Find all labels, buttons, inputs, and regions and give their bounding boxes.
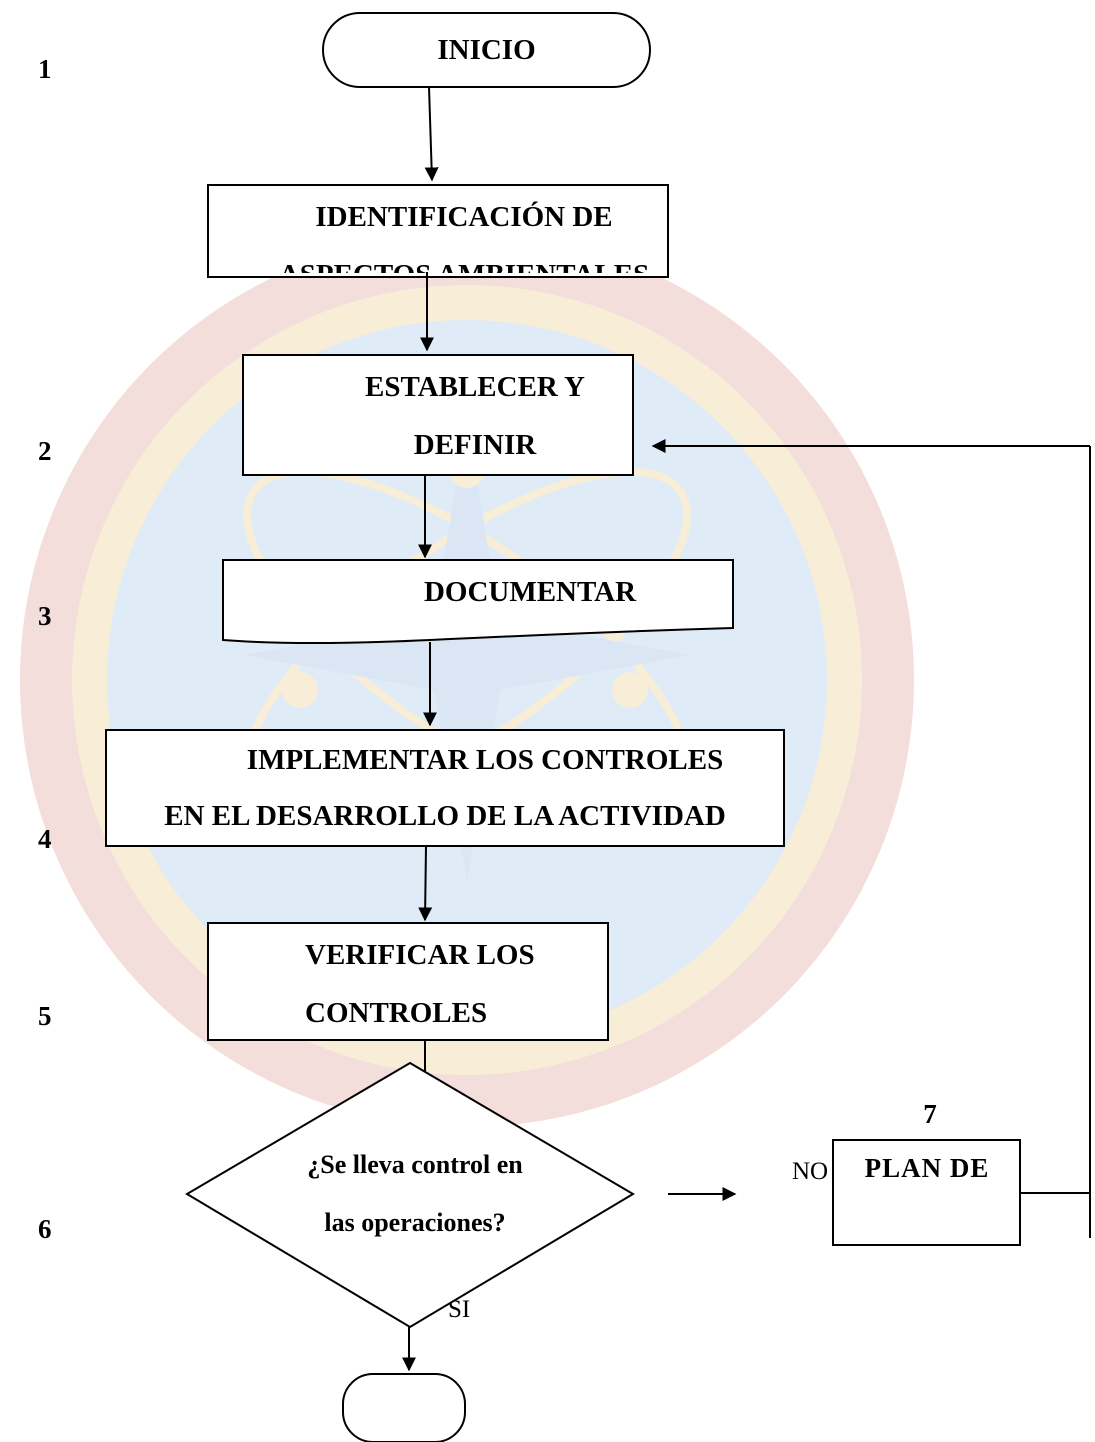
implement-label-line1: IMPLEMENTAR LOS CONTROLES <box>246 744 724 776</box>
identify-label: IDENTIFICACIÓN DE ASPECTOS AMBIENTALES <box>279 201 649 273</box>
step-number-2: 2 <box>38 436 52 466</box>
implement-process-shape <box>105 729 785 847</box>
connector-start-identify <box>424 86 439 182</box>
document-shape <box>222 559 734 644</box>
implement-label-line2: EN EL DESARROLLO DE LA ACTIVIDAD <box>164 800 726 832</box>
plan-process-shape <box>832 1139 1021 1246</box>
start-terminator-shape <box>322 12 651 88</box>
verify-label: VERIFICAR LOS CONTROLES <box>305 939 535 1029</box>
step-number-1: 1 <box>38 54 52 84</box>
plan-number: 7 <box>923 1099 937 1129</box>
step-number-6: 6 <box>38 1214 52 1244</box>
verify-process-shape <box>207 922 609 1041</box>
branch-label-yes: SI <box>448 1296 471 1323</box>
identify-process-shape <box>207 184 669 278</box>
start-label: INICIO <box>437 34 536 66</box>
branch-label-no: NO <box>792 1158 829 1185</box>
document-label: DOCUMENTAR <box>423 576 637 608</box>
plan-label: PLAN DE <box>864 1153 990 1183</box>
establish-process-shape <box>242 354 634 476</box>
step-number-4: 4 <box>38 824 52 854</box>
connector-implement-verify <box>418 845 433 922</box>
step-number-3: 3 <box>38 601 52 631</box>
decision-label: ¿Se lleva control en las operaciones? <box>307 1150 523 1237</box>
end-terminator-shape <box>342 1373 466 1442</box>
step-number-5: 5 <box>38 1001 52 1031</box>
establish-label: ESTABLECER Y DEFINIR <box>365 371 585 461</box>
